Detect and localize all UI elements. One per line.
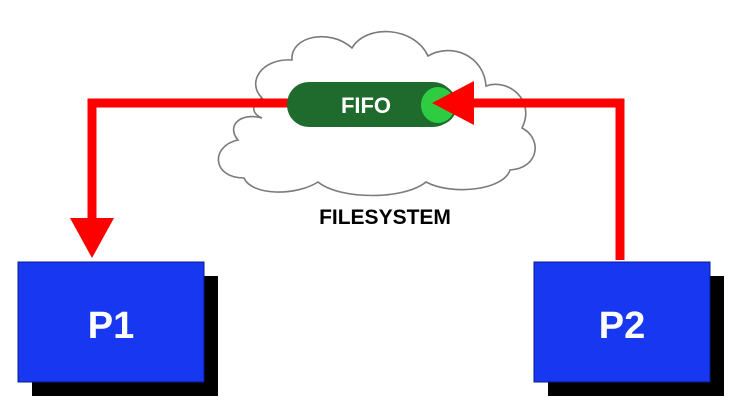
process-p2-label: P2 bbox=[599, 305, 645, 347]
arrow-p2-to-pipe bbox=[470, 98, 625, 260]
process-p2-box bbox=[533, 261, 711, 383]
fifo-label: FIFO bbox=[341, 93, 391, 118]
fifo-pipe-body bbox=[287, 82, 455, 127]
arrowhead-p1 bbox=[70, 218, 114, 258]
arrowhead-into-pipe bbox=[432, 81, 474, 125]
process-p1-box bbox=[17, 261, 205, 383]
process-p1-label: P1 bbox=[88, 305, 134, 347]
arrow-pipe-to-p1 bbox=[87, 98, 300, 222]
filesystem-label: FILESYSTEM bbox=[319, 206, 451, 229]
